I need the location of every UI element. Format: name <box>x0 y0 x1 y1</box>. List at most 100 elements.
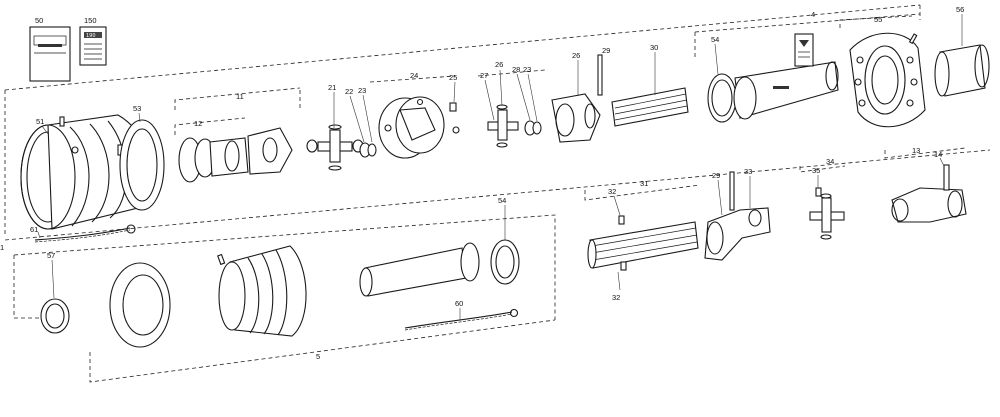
yoke-26-bore <box>555 103 575 137</box>
bearing-54-inner <box>711 79 733 117</box>
parts-28-rings <box>524 120 542 136</box>
bellows-fold-2 <box>261 253 274 335</box>
part-5-bellows <box>217 245 307 337</box>
leader-25 <box>453 81 456 103</box>
parts-32-pins <box>618 215 627 271</box>
bellows-front <box>218 261 246 331</box>
yoke-12-fork-hole <box>262 137 278 163</box>
cone-55-hole-3 <box>858 99 866 107</box>
leader-22 <box>349 95 365 143</box>
group-boundaries <box>4 4 991 383</box>
label-23b: 23 <box>523 65 531 74</box>
cone-55-hole-1 <box>856 56 864 64</box>
chain-61-links <box>34 229 131 243</box>
label-26b: 26 <box>572 51 580 60</box>
yoke-26-neck <box>584 103 596 129</box>
shaft-31 <box>589 221 699 269</box>
label-11: 11 <box>236 92 244 101</box>
guard-51-rib-2 <box>89 123 110 223</box>
cone-55-hole-4 <box>906 56 914 64</box>
leader-61 <box>37 231 41 239</box>
bellows-fold-1 <box>247 257 260 334</box>
label-1: 1 <box>0 243 4 252</box>
card-50-logo-bar <box>38 44 62 47</box>
label-30: 30 <box>650 43 658 52</box>
part-26-cross <box>487 104 519 148</box>
sleeve-56-back <box>974 44 990 88</box>
label-51: 51 <box>36 117 44 126</box>
label-54a: 54 <box>711 35 719 44</box>
part-13-yoke <box>891 187 967 223</box>
part-60-chain <box>404 308 519 331</box>
pin-29-lower <box>729 171 735 211</box>
bracket-31 <box>584 184 701 201</box>
part-57-bearing <box>40 298 70 334</box>
flange-24-bolt-l <box>384 124 392 132</box>
yoke-13-ear <box>891 198 909 222</box>
guard-51-screw <box>59 116 65 127</box>
part-150-card <box>79 26 107 66</box>
bracket-11 <box>174 87 301 110</box>
label-34: 34 <box>826 157 834 166</box>
cross-21-cap-l <box>306 139 318 153</box>
bracket-13 <box>884 147 966 159</box>
leader-26a <box>499 69 503 107</box>
number-labels: 50 150 190 51 53 61 1 11 12 21 22 23 24 … <box>0 5 964 361</box>
flange-24-yoke <box>399 107 436 141</box>
decal-150-warning <box>799 40 809 47</box>
chain-60-links <box>404 313 513 331</box>
chain-60-ring <box>509 308 519 318</box>
label-29a: 29 <box>602 46 610 55</box>
label-29b: 29 <box>712 171 720 180</box>
cone-55-hole-5 <box>910 78 918 86</box>
cross-21-v <box>329 129 341 163</box>
leader-54a <box>714 43 719 75</box>
shaft-30-spline-2 <box>614 99 688 115</box>
leader-23a <box>362 94 373 143</box>
ring-53 <box>119 119 165 211</box>
label-33: 33 <box>744 167 752 176</box>
nipple-35 <box>815 187 822 197</box>
part-53-ring <box>119 119 165 211</box>
leader-29b <box>717 179 723 216</box>
part-26-yoke <box>551 93 601 143</box>
label-12: 12 <box>194 119 202 128</box>
bracket-34 <box>799 165 846 173</box>
pin-32-bottom <box>620 261 627 271</box>
part-35-nipple <box>815 187 822 197</box>
cross-21-clip-top <box>328 124 342 130</box>
guard-tube-lower <box>364 247 467 297</box>
guard-tube-upper-collar <box>733 76 757 120</box>
yoke-33-ear <box>748 209 762 227</box>
part-29-pin-top <box>597 54 603 96</box>
flange-24-bolt-t <box>416 98 424 106</box>
leader-28 <box>516 73 531 121</box>
shaft-31-spline-1 <box>591 227 697 247</box>
boundary-5-top <box>13 214 556 320</box>
label-14: 14 <box>934 150 942 159</box>
cross-26-clip-bottom <box>496 142 508 148</box>
cone-55-hole-6 <box>906 99 914 107</box>
leader-23b <box>527 73 538 122</box>
part-29-pin-lower <box>729 171 735 211</box>
label-25: 25 <box>449 73 457 82</box>
cross-34-clip-top <box>820 193 832 199</box>
guard-tube-upper-logo <box>773 86 789 89</box>
part-14-bolt <box>943 164 950 191</box>
yoke-12-fork <box>247 127 293 175</box>
bellows-fold-3 <box>275 249 288 336</box>
bearing-54-lower <box>490 239 520 285</box>
yoke-33-bore <box>706 221 724 255</box>
decal-150 <box>794 33 814 67</box>
label-23a: 23 <box>358 86 366 95</box>
sleeve-56-front <box>934 51 950 97</box>
part-30-shaft <box>611 87 689 127</box>
part-56-sleeve <box>934 44 990 97</box>
label-57: 57 <box>47 251 55 260</box>
bellows-screw <box>217 253 226 266</box>
part-54-upper <box>707 61 839 123</box>
boundary-top <box>4 4 921 91</box>
leader-32b <box>617 271 621 291</box>
cone-55-screw <box>908 33 918 45</box>
ring-53-inner <box>126 128 158 202</box>
